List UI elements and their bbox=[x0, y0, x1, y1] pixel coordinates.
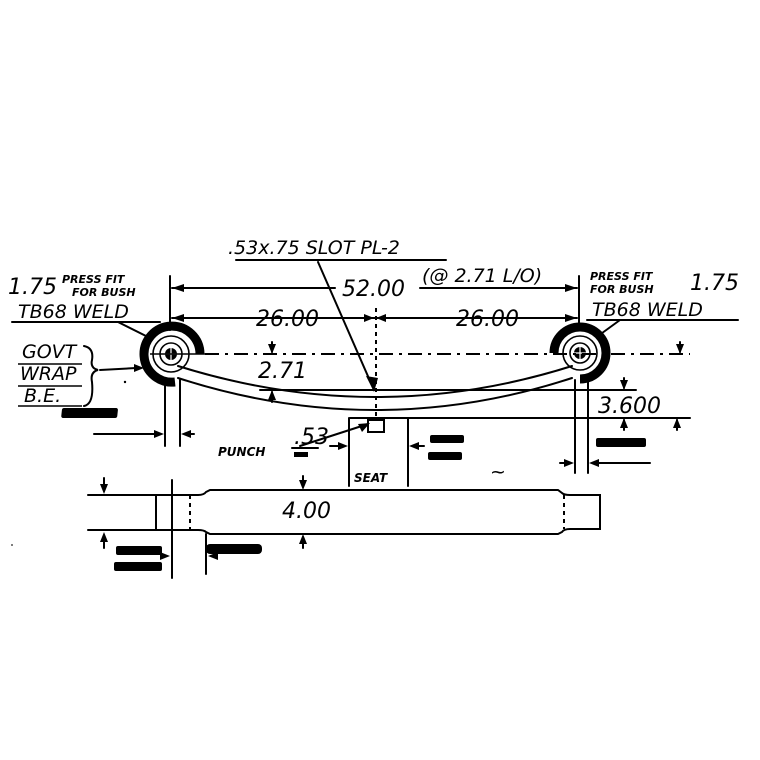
overall-length-value: 52.00 bbox=[342, 277, 405, 302]
redacted-tolerances bbox=[61, 408, 646, 571]
left-eye-weld: TB68 WELD bbox=[18, 301, 129, 323]
right-eye-note-line1: PRESS FIT bbox=[590, 270, 654, 283]
spring-leaf bbox=[177, 365, 691, 419]
seat-dimension: SEAT bbox=[329, 417, 425, 487]
right-eye-weld: TB68 WELD bbox=[592, 299, 703, 321]
plan-view-bar: 4.00 bbox=[87, 475, 601, 579]
left-eye-note-line1: PRESS FIT bbox=[62, 273, 126, 286]
left-eye-diameter: 1.75 bbox=[8, 275, 57, 300]
height-value: 3.600 bbox=[598, 394, 661, 419]
seat-label: SEAT bbox=[354, 471, 388, 485]
overall-length-note: (@ 2.71 L/O) bbox=[422, 265, 542, 287]
tilde-mark: ~ bbox=[490, 461, 506, 483]
punch-value: .53 bbox=[294, 425, 329, 450]
height-dimension: 3.600 bbox=[598, 377, 681, 431]
wrap-note-line1: GOVT bbox=[22, 341, 78, 363]
right-eye-note-line2: FOR BUSH bbox=[590, 283, 654, 296]
slot-note-text: .53x.75 SLOT PL-2 bbox=[228, 237, 400, 259]
right-eye bbox=[549, 322, 611, 384]
camber-value: 2.71 bbox=[258, 359, 307, 384]
wrap-note-line2: WRAP bbox=[20, 363, 77, 385]
half-length-left-value: 26.00 bbox=[256, 307, 319, 332]
wrap-note-line3: B.E. bbox=[24, 385, 61, 407]
left-eye bbox=[139, 321, 205, 387]
half-length-right-value: 26.00 bbox=[456, 307, 519, 332]
wrap-note: GOVT WRAP B.E. bbox=[18, 341, 144, 407]
overall-length-dimension: 52.00 (@ 2.71 L/O) bbox=[169, 265, 580, 331]
right-eye-width-dimension bbox=[559, 379, 651, 474]
right-eye-diameter: 1.75 bbox=[690, 271, 739, 296]
center-bolt-slot: PUNCH .53 bbox=[218, 419, 385, 459]
left-eye-note: 1.75 PRESS FIT FOR BUSH TB68 WELD bbox=[8, 273, 161, 339]
punch-label: PUNCH bbox=[218, 445, 265, 459]
right-eye-note: PRESS FIT FOR BUSH 1.75 TB68 WELD bbox=[586, 270, 739, 337]
half-length-dimensions: 26.00 26.00 bbox=[171, 306, 578, 420]
width-value: 4.00 bbox=[282, 499, 331, 524]
camber-dimension: 2.71 bbox=[258, 341, 307, 403]
left-eye-width-dimension bbox=[93, 379, 195, 447]
left-eye-note-line2: FOR BUSH bbox=[72, 286, 136, 299]
